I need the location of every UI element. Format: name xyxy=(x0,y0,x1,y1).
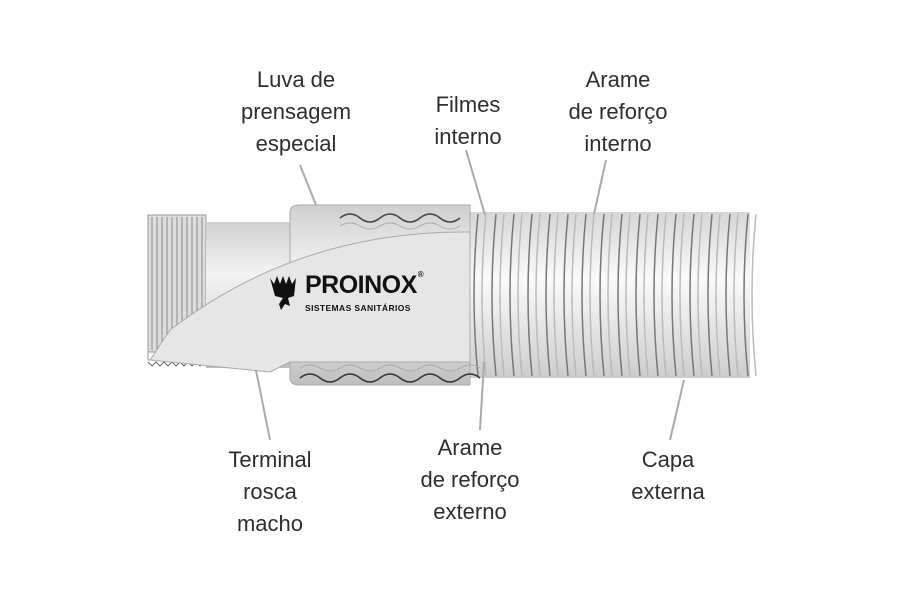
brand-name-text: PROINOX xyxy=(305,271,417,299)
leader-filmes xyxy=(465,149,486,216)
wire-rib-shade xyxy=(499,213,505,377)
wire-rib-shade xyxy=(571,213,577,377)
wire-rib-shade xyxy=(625,213,631,377)
wire-rib xyxy=(473,213,479,377)
wire-rib-shade xyxy=(733,213,739,377)
wire-rib xyxy=(491,213,497,377)
wire-rib-shade xyxy=(481,213,487,377)
wire-rib xyxy=(563,213,569,377)
brand-name: PROINOX® xyxy=(305,270,424,300)
wire-rib-shade xyxy=(715,213,721,377)
proinox-logo: PROINOX® Sistemas Sanitários xyxy=(268,270,424,314)
wire-rib xyxy=(635,213,641,377)
outer-cover xyxy=(440,212,750,378)
leader-terminal xyxy=(255,369,271,441)
leader-capa xyxy=(669,379,685,441)
logo-mark-icon xyxy=(270,276,296,310)
wire-rib-shade xyxy=(517,213,523,377)
wire-rib-shade xyxy=(697,213,703,377)
registered-mark: ® xyxy=(417,270,424,279)
leader-arame-externo xyxy=(479,361,485,431)
wire-rib xyxy=(581,213,587,377)
sleeve-inner xyxy=(149,231,471,373)
inner-film-bottom-shade xyxy=(299,364,481,372)
leader-arame-interno xyxy=(593,159,607,215)
brand-tagline: Sistemas Sanitários xyxy=(305,303,411,313)
inner-film-bottom xyxy=(299,373,481,383)
wire-rib xyxy=(725,213,731,377)
wire-rib xyxy=(707,213,713,377)
wire-rib xyxy=(545,213,551,377)
wire-rib-shade xyxy=(751,213,757,377)
wire-rib xyxy=(509,213,515,377)
wire-rib-shade xyxy=(643,213,649,377)
inner-film-top-shade xyxy=(339,222,461,230)
wire-rib xyxy=(671,213,677,377)
wire-rib xyxy=(599,213,605,377)
wire-rib xyxy=(689,213,695,377)
wire-rib-shade xyxy=(679,213,685,377)
wire-rib-shade xyxy=(553,213,559,377)
wire-rib xyxy=(617,213,623,377)
wire-rib xyxy=(527,213,533,377)
reinforcement-wire-ribs xyxy=(473,213,757,377)
wire-rib-shade xyxy=(661,213,667,377)
wire-rib xyxy=(743,213,749,377)
wire-rib-shade xyxy=(607,213,613,377)
wire-rib xyxy=(653,213,659,377)
wire-rib-shade xyxy=(535,213,541,377)
leader-luva xyxy=(299,164,317,206)
inner-film-top xyxy=(339,213,461,223)
wire-rib-shade xyxy=(589,213,595,377)
